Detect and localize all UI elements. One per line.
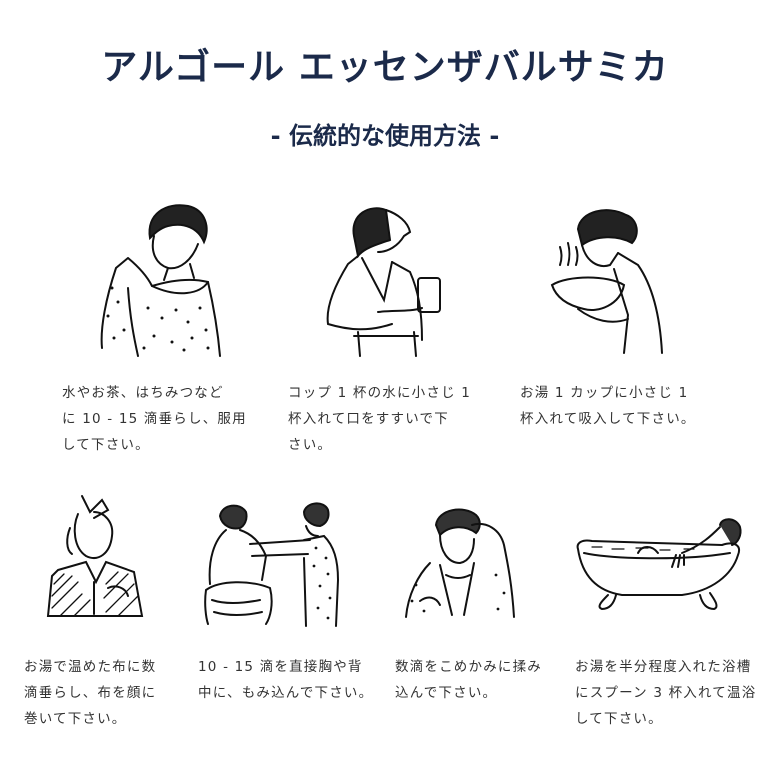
usage-caption-1: 水やお茶、はちみつなど に 10 - 15 滴垂らし、服用 して下さい。 xyxy=(62,380,247,458)
person-in-bathtub-illustration xyxy=(572,515,747,615)
caption-line: に 10 - 15 滴垂らし、服用 xyxy=(62,411,247,427)
caption-line: 込んで下さい。 xyxy=(395,685,498,701)
woman-drinking-from-spoon-illustration xyxy=(88,198,228,358)
caption-line: 巻いて下さい。 xyxy=(24,711,127,727)
caption-line: 杯入れて口をすすいで下 xyxy=(288,411,449,427)
caption-line: 10 - 15 滴を直接胸や背 xyxy=(198,659,363,675)
person-with-cloth-wrapped-face-illustration xyxy=(38,492,150,622)
woman-massaging-back-illustration xyxy=(200,500,355,628)
usage-caption-6: 数滴をこめかみに揉み 込んで下さい。 xyxy=(395,654,542,706)
woman-inhaling-steam-bowl-illustration xyxy=(548,205,668,355)
woman-rubbing-temples-illustration xyxy=(400,505,530,623)
caption-line: 中に、もみ込んで下さい。 xyxy=(198,685,374,701)
usage-caption-5: 10 - 15 滴を直接胸や背 中に、もみ込んで下さい。 xyxy=(198,654,373,706)
usage-caption-3: お湯 1 カップに小さじ 1 杯入れて吸入して下さい。 xyxy=(520,380,696,432)
caption-line: 滴垂らし、布を顔に xyxy=(24,685,157,701)
caption-line: お湯 1 カップに小さじ 1 xyxy=(520,385,689,401)
caption-line: して下さい。 xyxy=(62,437,150,453)
caption-line: お湯で温めた布に数 xyxy=(24,659,157,675)
caption-line: コップ 1 杯の水に小さじ 1 xyxy=(288,385,472,401)
page-subtitle: - 伝統的な使用方法 - xyxy=(270,122,500,150)
usage-caption-7: お湯を半分程度入れた浴槽 にスプーン 3 杯入れて温浴 して下さい。 xyxy=(575,654,756,732)
page-title: アルゴール エッセンザバルサミカ xyxy=(101,47,669,88)
man-gargling-with-cup-illustration xyxy=(318,200,448,358)
caption-line: 数滴をこめかみに揉み xyxy=(395,659,542,675)
caption-line: 杯入れて吸入して下さい。 xyxy=(520,411,696,427)
usage-caption-4: お湯で温めた布に数 滴垂らし、布を顔に 巻いて下さい。 xyxy=(24,654,156,732)
caption-line: にスプーン 3 杯入れて温浴 xyxy=(575,685,757,701)
caption-line: して下さい。 xyxy=(575,711,663,727)
caption-line: さい。 xyxy=(288,437,333,453)
caption-line: 水やお茶、はちみつなど xyxy=(62,385,224,401)
caption-line: お湯を半分程度入れた浴槽 xyxy=(575,659,752,675)
usage-caption-2: コップ 1 杯の水に小さじ 1 杯入れて口をすすいで下 さい。 xyxy=(288,380,471,458)
